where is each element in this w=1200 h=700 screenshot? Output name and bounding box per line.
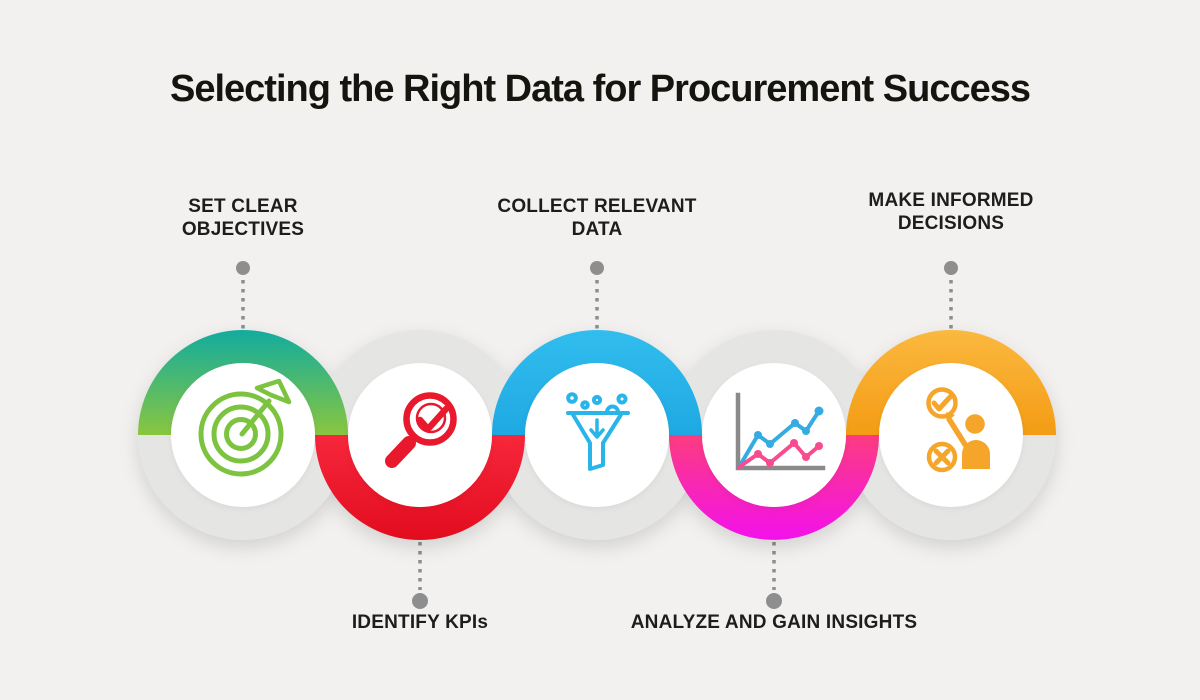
person-head	[965, 414, 985, 434]
ring-gray-step4	[669, 330, 879, 435]
chart-dots-pink	[754, 439, 823, 467]
ring-colored-step3	[492, 330, 702, 435]
bubble-dome	[605, 404, 620, 414]
line-chart-icon	[735, 392, 826, 471]
connector-dot-step1	[236, 261, 250, 275]
check-mark	[416, 405, 450, 433]
connector-dots	[236, 261, 958, 609]
bubble	[616, 393, 628, 405]
dart-shaft	[239, 398, 272, 437]
connector-dot-step5	[944, 261, 958, 275]
person-hand	[946, 412, 955, 421]
reject-cross	[933, 448, 951, 466]
connector-dot-step3	[590, 261, 604, 275]
ring-gray-step1	[138, 435, 348, 540]
person-arm	[946, 416, 969, 449]
ring-gray-step2	[315, 330, 525, 435]
target-dart-icon	[198, 378, 292, 477]
connector-dot-step4	[766, 593, 782, 609]
reject-circle	[926, 441, 958, 473]
step-label-make-informed-decisions: MAKE INFORMED DECISIONS	[868, 190, 1034, 234]
funnel-arrow	[589, 418, 605, 439]
bubble	[591, 394, 603, 406]
step-label-identify-kpis: IDENTIFY KPIs	[351, 612, 489, 633]
ring-colored-step2	[315, 435, 525, 540]
magnifier-glass	[403, 392, 457, 446]
page-title: Selecting the Right Data for Procurement…	[169, 68, 1031, 110]
chart-dots-blue	[754, 406, 824, 448]
step-label-analyze-and-gain-insights: ANALYZE AND GAIN INSIGHTS	[630, 612, 918, 633]
connector-dot-step2	[412, 593, 428, 609]
check-ring	[415, 402, 447, 434]
magnifier-check-icon	[385, 392, 457, 468]
step-label-set-clear-objectives: SET CLEAR OBJECTIVES	[181, 196, 305, 240]
approve-check	[931, 393, 954, 412]
inner-circle-step4	[702, 363, 846, 507]
ring-colored-step4	[669, 435, 879, 540]
approve-circle	[926, 387, 958, 419]
person-body-parts	[946, 412, 990, 469]
magnifier-handle	[385, 436, 416, 468]
bubble	[566, 392, 578, 404]
filter-funnel-icon	[566, 392, 630, 471]
dart-fletching	[254, 378, 292, 405]
decision-person-icon	[926, 387, 990, 473]
person-torso	[962, 440, 990, 469]
inner-circle-step5	[879, 363, 1023, 507]
inner-circle-step2	[348, 363, 492, 507]
ring-gray-step3	[492, 435, 702, 540]
bubble	[580, 400, 590, 410]
ring-colored-step1	[138, 330, 348, 435]
step-label-collect-relevant-data: COLLECT RELEVANT DATA	[497, 196, 697, 240]
